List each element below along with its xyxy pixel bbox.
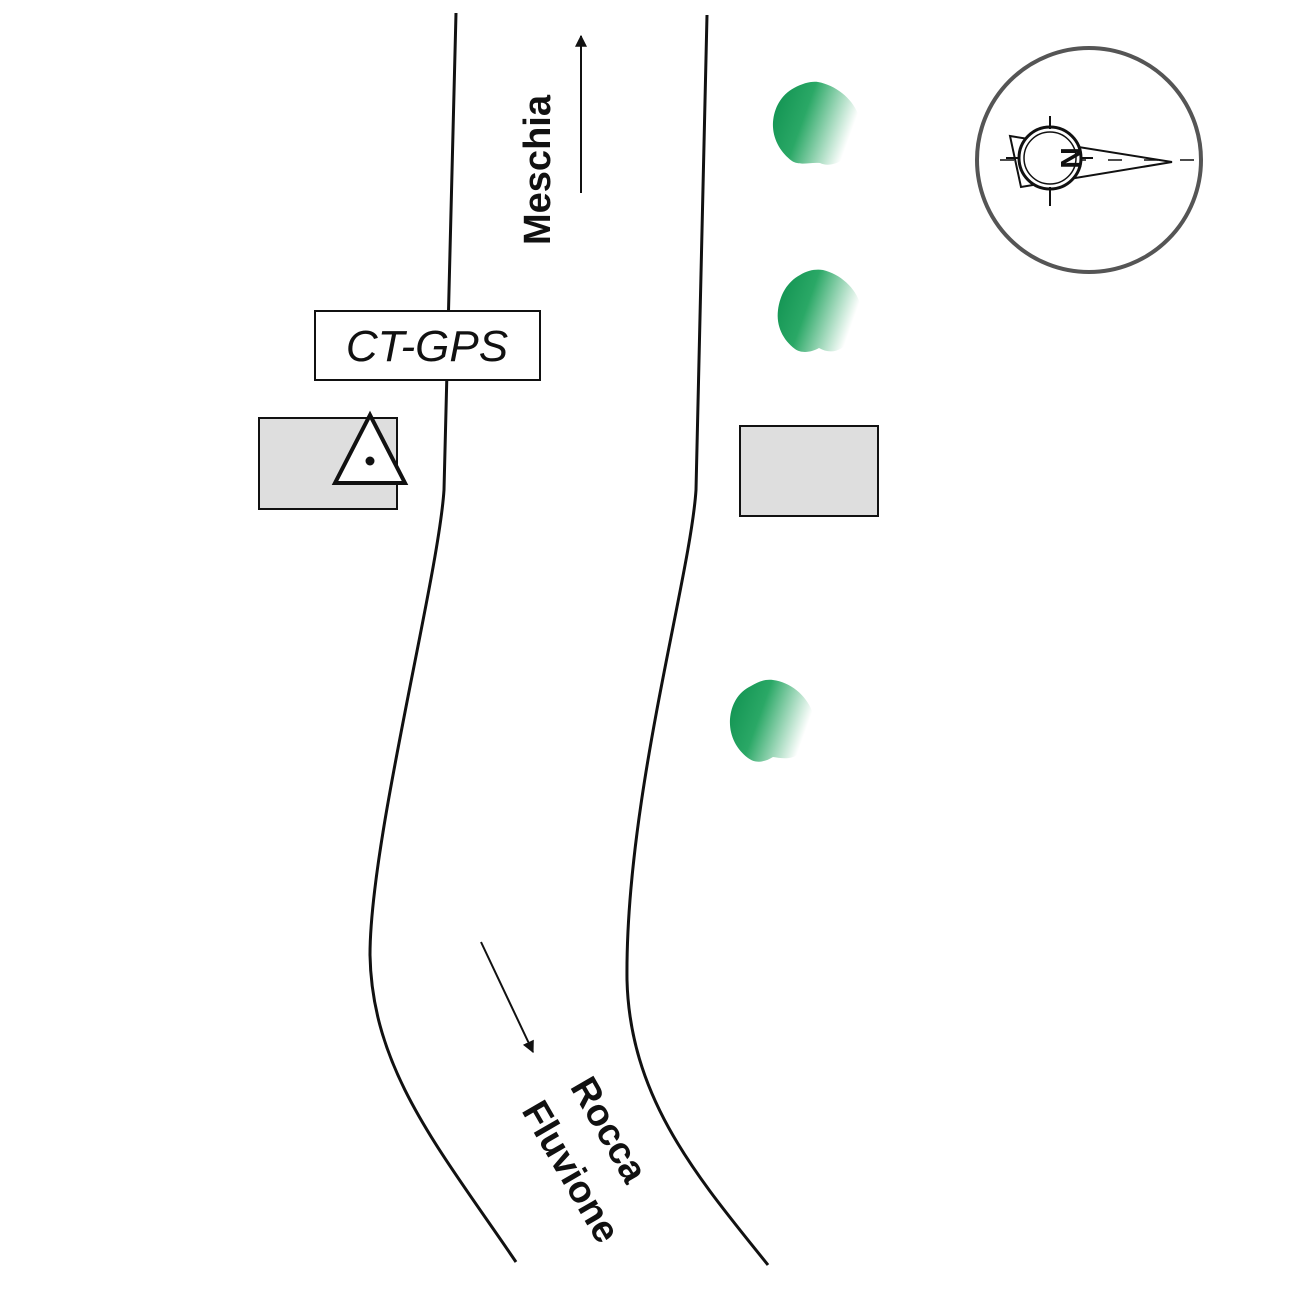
north-compass-icon: N [975,46,1203,274]
station-label: CT-GPS [346,322,508,371]
arrow-to-rocca-fluvione [480,941,534,1054]
road-left-edge [368,12,518,1263]
station-label-box [314,310,541,381]
road-right-edge [625,14,770,1266]
tree-icon [777,269,862,352]
tree-icon [772,81,860,165]
building-right [739,425,879,517]
gps-station-triangle-icon [331,410,409,485]
compass-north-label: N [1054,147,1087,169]
tree-icon [729,679,814,762]
label-meschia: Meschia [517,94,559,245]
